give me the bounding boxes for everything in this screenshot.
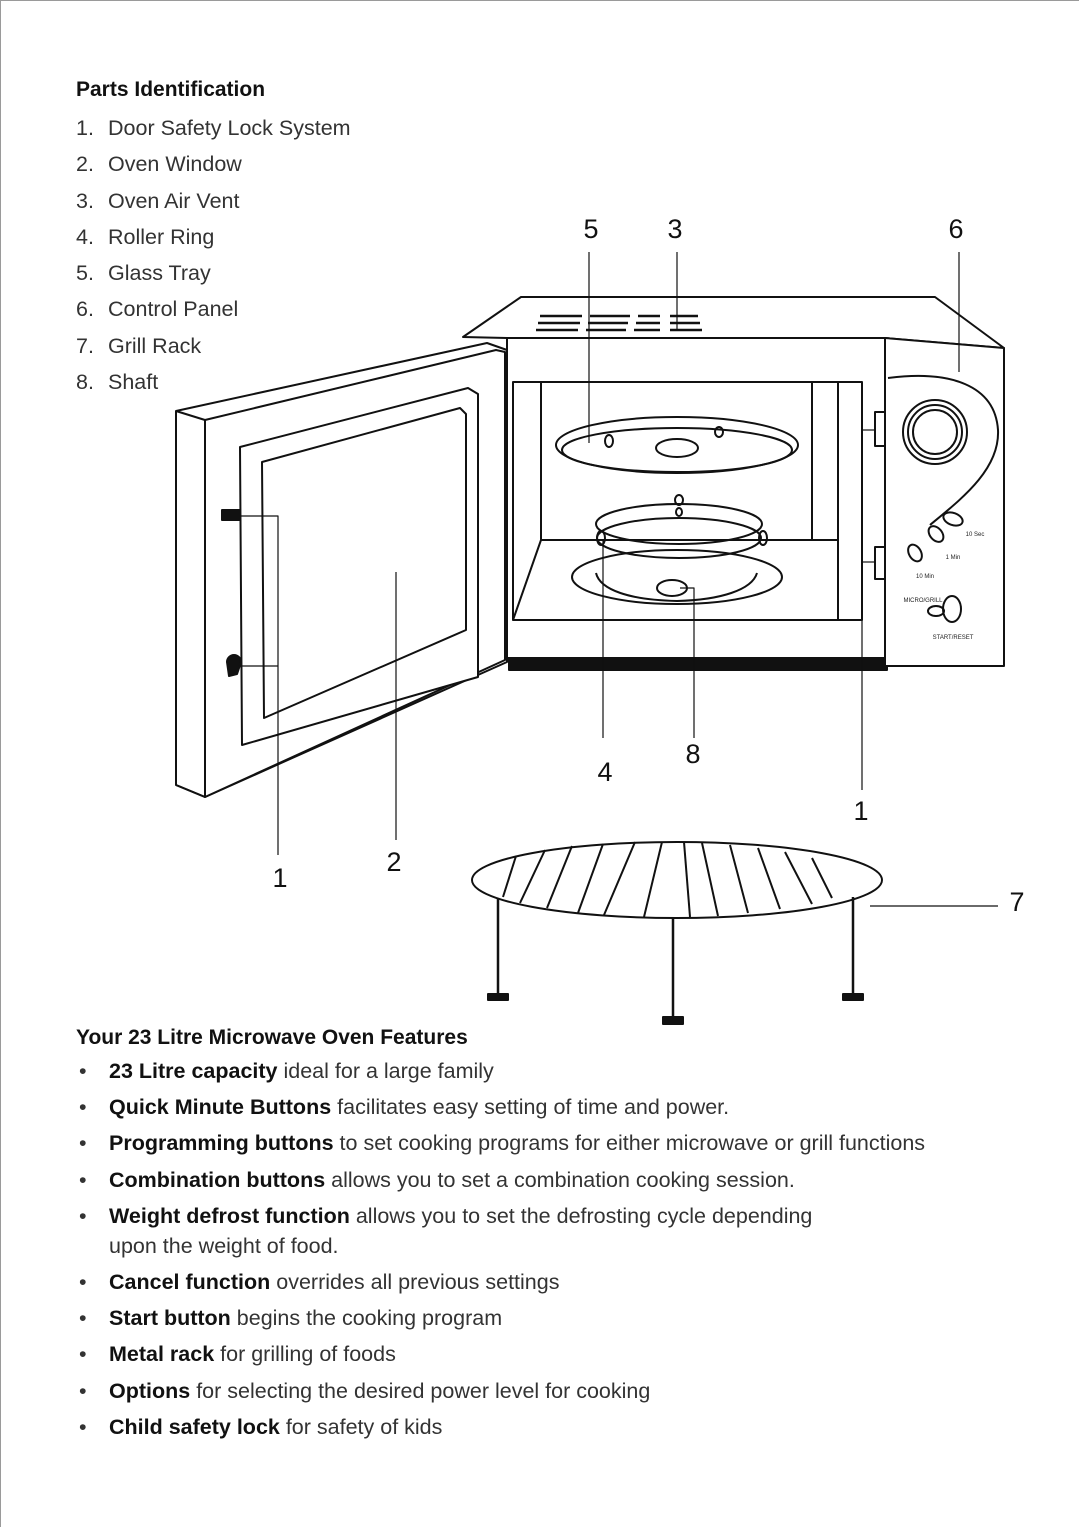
callout-1-left: 1	[272, 863, 287, 893]
panel-label-10-min: 10 Min	[916, 574, 934, 580]
panel-label-10-sec: 10 Sec	[966, 532, 985, 538]
parts-item-5: 5.Glass Tray	[76, 261, 211, 286]
feature-item: •Weight defrost function allows you to s…	[76, 1201, 1036, 1261]
bullet: •	[79, 1203, 87, 1228]
callout-3: 3	[667, 214, 682, 244]
glass-tray	[555, 416, 799, 474]
callout-2: 2	[386, 847, 401, 877]
feature-item: •Programming buttons to set cooking prog…	[76, 1128, 1036, 1158]
parts-item-3: 3.Oven Air Vent	[76, 188, 240, 213]
callout-4: 4	[597, 757, 612, 787]
bullet: •	[79, 1342, 87, 1367]
feature-item: •Cancel function overrides all previous …	[76, 1267, 1036, 1297]
parts-item-1: 1.Door Safety Lock System	[76, 116, 351, 140]
bullet: •	[79, 1167, 87, 1192]
callout-8: 8	[685, 739, 700, 769]
feature-item: •Start button begins the cooking program	[76, 1303, 1036, 1333]
roller-ring	[595, 494, 768, 559]
oven-cavity-frame	[506, 337, 886, 659]
parts-identification: Parts Identification 1.Door Safety Lock …	[76, 78, 496, 400]
parts-title: Parts Identification	[76, 78, 266, 101]
door-latch-slots	[874, 411, 886, 580]
air-vent-slots	[536, 314, 702, 332]
bullet: •	[79, 1414, 87, 1439]
panel-label-1-min: 1 Min	[946, 555, 961, 561]
callout-6: 6	[948, 214, 963, 244]
feature-item: •Options for selecting the desired power…	[76, 1376, 1036, 1406]
microwave-diagram: 5 3 6 4 8 1 1 2 7 10 Sec 1 Min 10 Min MI…	[175, 214, 1025, 1025]
bullet: •	[79, 1095, 87, 1120]
parts-item-6: 6.Control Panel	[76, 297, 239, 322]
grill-rack	[471, 841, 883, 1025]
parts-list: 1.Door Safety Lock System 2.Oven Window …	[76, 110, 496, 400]
panel-label-micro-grill: MICRO/GRILL	[903, 598, 943, 604]
parts-item-4: 4.Roller Ring	[76, 224, 215, 249]
bullet: •	[79, 1059, 87, 1083]
feature-item: •Combination buttons allows you to set a…	[76, 1165, 1036, 1195]
features-title: Your 23 Litre Microwave Oven Features	[76, 1026, 468, 1049]
feature-item: •23 Litre capacity ideal for a large fam…	[76, 1056, 1036, 1086]
bullet: •	[79, 1378, 87, 1403]
bullet: •	[79, 1306, 87, 1331]
feature-item: •Metal rack for grilling of foods	[76, 1339, 1036, 1369]
panel-label-start-reset: START/RESET	[933, 635, 974, 641]
oven-base-strip	[508, 657, 888, 671]
features-section: Your 23 Litre Microwave Oven Features •2…	[76, 1026, 1036, 1448]
callout-leaders	[240, 252, 998, 907]
features-list: •23 Litre capacity ideal for a large fam…	[76, 1056, 1036, 1442]
cavity-floor	[571, 549, 783, 605]
bullet: •	[79, 1131, 87, 1156]
oven-door	[175, 342, 508, 798]
parts-item-8: 8.Shaft	[76, 370, 159, 395]
bullet: •	[79, 1269, 87, 1294]
callout-1-right: 1	[853, 796, 868, 826]
feature-item: •Quick Minute Buttons facilitates easy s…	[76, 1092, 1036, 1122]
parts-item-7: 7.Grill Rack	[76, 333, 202, 358]
callout-7: 7	[1009, 887, 1024, 917]
callout-5: 5	[583, 214, 598, 244]
parts-item-2: 2.Oven Window	[76, 152, 242, 177]
control-panel	[884, 337, 1005, 667]
feature-item: •Child safety lock for safety of kids	[76, 1412, 1036, 1442]
